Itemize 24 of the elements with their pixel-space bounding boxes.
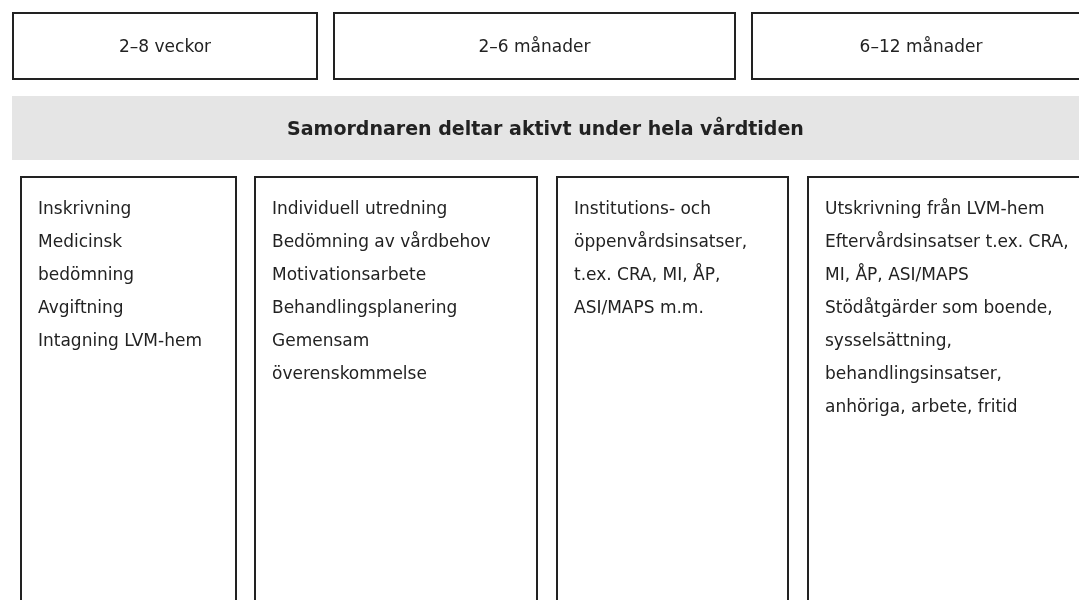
phase-item: Stödåtgärder som boende, sysselsättning, behandlingsinsatser, anhöriga, arbete, fritid [825, 296, 1054, 418]
period-label: 2–8 veckor [119, 36, 211, 56]
phase-item: Medicinsk bedömning [38, 230, 136, 286]
phase-item: Eftervårdsinsatser t.ex. CRA, MI, ÅP, ASI/MAPS [825, 230, 1070, 286]
phase-item: Avgiftning [38, 296, 125, 319]
phase-item: Utskrivning från LVM-hem [825, 197, 1046, 220]
phase-column [556, 176, 789, 600]
phase-column [254, 176, 538, 600]
period-label: 6–12 månader [859, 36, 983, 56]
banner: Samordnaren deltar aktivt under hela vårdtiden [12, 96, 1079, 160]
period-box [12, 12, 318, 80]
period-box [333, 12, 736, 80]
phase-item: Motivationsarbete [272, 263, 428, 286]
period-box [751, 12, 1079, 80]
phase-column [807, 176, 1079, 600]
phase-item: Inskrivning [38, 197, 133, 220]
phase-item: Behandlingsplanering [272, 296, 459, 319]
phase-item: Gemensam överenskommelse [272, 329, 428, 385]
phase-item: Bedömning av vårdbehov [272, 230, 492, 253]
phase-item: Institutions- och öppenvårdsinsatser, t.ex. CRA, MI, ÅP, ASI/MAPS m.m. [574, 197, 749, 319]
phase-item: Individuell utredning [272, 197, 449, 220]
period-label: 2–6 månader [478, 36, 591, 56]
phase-column [20, 176, 237, 600]
phase-item: Intagning LVM-hem [38, 329, 203, 352]
